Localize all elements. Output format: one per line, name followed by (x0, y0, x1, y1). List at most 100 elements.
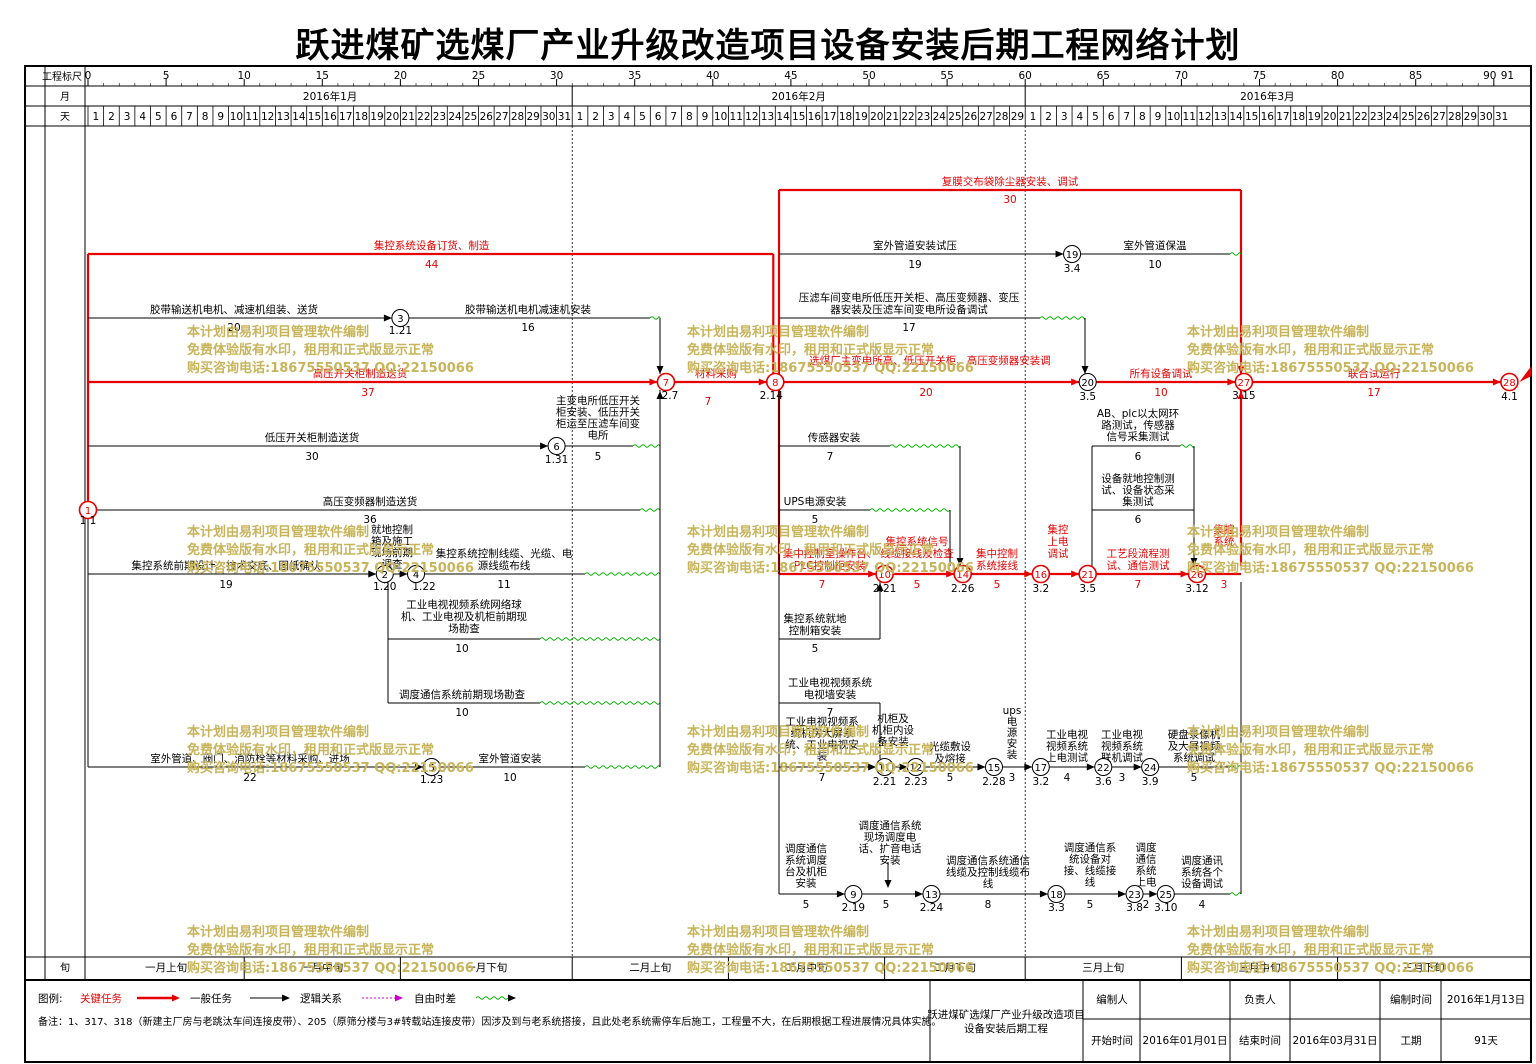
task-duration: 36 (363, 514, 377, 526)
node-date: 3.9 (1142, 776, 1159, 788)
watermark-text: 免费体验版有水印，租用和正式版显示正常 (1187, 342, 1434, 358)
task-duration: 5 (914, 579, 921, 591)
day-label: 1 (92, 111, 99, 123)
arrow-head (1227, 378, 1236, 386)
node-6 (547, 437, 566, 455)
task-name: 调度 (1136, 841, 1158, 854)
day-label: 2 (1045, 111, 1052, 123)
day-label: 29 (526, 111, 539, 123)
scale-tick-label: 85 (1409, 70, 1422, 82)
node-number: 10 (878, 570, 891, 581)
day-label: 6 (171, 111, 178, 123)
arrow-head (1039, 890, 1048, 898)
task-name: 线缆及控制线缆布 (946, 866, 1030, 879)
day-label: 16 (1261, 111, 1275, 123)
arrow-head (282, 994, 290, 1002)
day-label: 11 (1183, 111, 1196, 123)
day-row-label: 天 (60, 112, 70, 123)
node-number: 4 (413, 570, 419, 581)
day-label: 7 (1123, 111, 1130, 123)
day-label: 13 (761, 111, 774, 123)
task-duration: 10 (455, 707, 468, 719)
task-duration: 5 (812, 514, 819, 526)
day-label: 18 (1292, 111, 1305, 123)
node-date: 3.4 (1064, 263, 1081, 275)
node-5 (422, 758, 441, 776)
arrow-head (1237, 366, 1245, 374)
task-duration: 30 (305, 451, 318, 463)
arrow-head (656, 391, 664, 399)
free-float-line (1229, 765, 1242, 769)
day-label: 17 (339, 111, 352, 123)
task-duration: 7 (705, 396, 712, 408)
task-name: 接、线缆接 (1064, 864, 1117, 877)
watermark-text: 本计划由易利项目管理软件编制 (1187, 724, 1369, 740)
task-name: 安装 (796, 877, 817, 890)
task-duration: 5 (1191, 772, 1198, 784)
task-duration: 5 (994, 579, 1001, 591)
task-name: 控制箱安装 (789, 624, 842, 637)
scale-tick-label: 25 (472, 70, 485, 82)
period-label: 工期 (1401, 1035, 1422, 1047)
legend-free-float-label: 自由时差 (414, 992, 456, 1005)
task-name: 设备就地控制测 (1101, 472, 1175, 485)
task-name: 联合试运行 (1348, 367, 1401, 380)
day-label: 13 (277, 111, 290, 123)
scale-tick-label: 5 (163, 70, 170, 82)
node-number: 20 (1081, 378, 1094, 389)
edit-time-label: 编制时间 (1390, 993, 1432, 1006)
day-label: 11 (245, 111, 258, 123)
node-date: 2.28 (982, 776, 1005, 788)
xun-label: 三月上旬 (1082, 961, 1124, 974)
task-duration: 16 (521, 322, 535, 334)
task-name: ups (1003, 705, 1022, 717)
day-label: 9 (217, 111, 224, 123)
day-label: 10 (1167, 111, 1180, 123)
watermark-text: 购买咨询电话:18675550537 QQ:22150066 (187, 760, 474, 776)
task-name: 室外管道安装 (479, 752, 542, 765)
scale-tick-label: 70 (1175, 70, 1188, 82)
watermark-text: 购买咨询电话:18675550537 QQ:22150066 (687, 560, 974, 576)
scale-tick-label: 50 (862, 70, 875, 82)
task-name: 工业电视视频系 (785, 715, 859, 728)
task-name: 源线缆布线 (478, 559, 531, 572)
arrow-head (399, 570, 408, 578)
day-label: 6 (655, 111, 662, 123)
node-date: 2.21 (873, 776, 896, 788)
free-float-line (1039, 316, 1086, 320)
task-duration: 17 (902, 322, 915, 334)
watermark-text: 本计划由易利项目管理软件编制 (187, 524, 369, 540)
watermark-text: 购买咨询电话:18675550537 QQ:22150066 (687, 360, 974, 376)
task-duration: 7 (1135, 579, 1142, 591)
task-duration: 6 (1135, 451, 1142, 463)
node-9 (844, 885, 863, 903)
task-name: 器安装及压滤车间变电所设备调试 (830, 303, 988, 316)
watermark-text: 免费体验版有水印，租用和正式版显示正常 (1187, 942, 1434, 958)
node-number: 17 (1034, 763, 1047, 774)
arrow-head (1118, 890, 1127, 898)
xun-label: 一月中旬 (301, 961, 343, 974)
day-label: 29 (1464, 111, 1477, 123)
task-name: 选煤厂主变电所高、低压开关柜、高压变频器安装调 (809, 354, 1051, 367)
task-duration: 3 (1009, 772, 1016, 784)
watermark-text: 本计划由易利项目管理软件编制 (687, 324, 869, 340)
arrow-head (899, 763, 908, 771)
task-name: 安 (1007, 737, 1018, 750)
node-number: 11 (878, 763, 891, 774)
task-name: 工艺段流程测 (1107, 547, 1170, 560)
free-float-line (639, 508, 661, 512)
watermark-text: 免费体验版有水印，租用和正式版显示正常 (187, 542, 434, 558)
day-label: 8 (202, 111, 209, 123)
node-13 (922, 885, 941, 903)
task-name: 调度通信系统通信 (946, 854, 1030, 867)
scale-tick-label: 60 (1019, 70, 1032, 82)
task-duration: 4 (1064, 772, 1071, 784)
task-name: 现场前期 (371, 546, 413, 559)
watermark-text: 免费体验版有水印，租用和正式版显示正常 (687, 942, 934, 958)
task-name: 路测试，传感器 (1101, 419, 1175, 432)
page-title: 跃进煤矿选煤厂产业升级改造项目设备安装后期工程网络计划 (295, 26, 1241, 66)
task-duration: 5 (812, 643, 819, 655)
scale-tick-label: 55 (940, 70, 953, 82)
node-date: 2.21 (873, 583, 896, 595)
day-label: 29 (1011, 111, 1024, 123)
